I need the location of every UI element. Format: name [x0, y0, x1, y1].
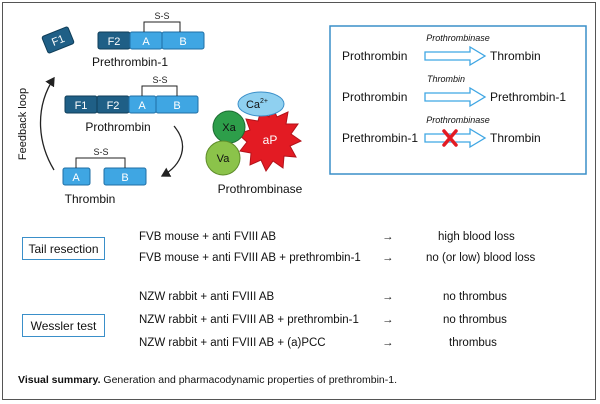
- prethrombin1-molecule: F1 F2 A B S-S Prethrombin-1: [41, 11, 205, 69]
- f2-label: F2: [107, 100, 120, 112]
- caption-bold: Visual summary.: [18, 374, 101, 386]
- tail-row-1-condition: FVB mouse + anti FVIII AB: [139, 231, 277, 243]
- ss-label: S-S: [93, 147, 108, 157]
- disulfide-bridge: [143, 21, 181, 32]
- reaction-product: Thrombin: [490, 49, 541, 63]
- wessler-row-1-arrow: →: [382, 291, 394, 303]
- b-domain: [161, 31, 205, 50]
- reaction-substrate: Prothrombin: [342, 90, 407, 104]
- ca-label: Ca2+: [246, 98, 268, 111]
- feedback-loop-label: Feedback loop: [17, 88, 29, 160]
- tail-resection-label: Tail resection: [28, 241, 99, 256]
- reaction-product: Thrombin: [490, 131, 541, 145]
- reaction-enzyme: Prothrombinase: [426, 33, 490, 43]
- va-circle: [205, 140, 241, 176]
- thrombin-label: Thrombin: [65, 192, 116, 206]
- tail-resection-label-box: Tail resection: [22, 237, 105, 260]
- ca-ellipse: [237, 91, 285, 117]
- wessler-row-2-result: no thrombus: [443, 314, 507, 326]
- ap-label: aP: [263, 133, 278, 147]
- wessler-test-label-box: Wessler test: [22, 314, 105, 337]
- tail-row-2-arrow: →: [382, 252, 394, 264]
- wessler-row-3-arrow: →: [382, 337, 394, 349]
- reaction-substrate: Prothrombin: [342, 49, 407, 63]
- va-label: Va: [217, 153, 231, 165]
- b-label: B: [179, 36, 186, 48]
- cleavage-arrow: [160, 125, 184, 177]
- tail-row-1-result: high blood loss: [438, 231, 515, 243]
- reaction-arrow-icon: [424, 86, 487, 108]
- prothrombin-label: Prothrombin: [85, 120, 150, 134]
- wessler-test-label: Wessler test: [30, 318, 97, 333]
- disulfide-bridge: [141, 85, 178, 96]
- a-label: A: [142, 36, 150, 48]
- prothrombin-molecule: F1 F2 A B S-S Prothrombin: [64, 75, 199, 134]
- reaction-row-2: Prothrombin Thrombin Prethrombin-1: [342, 74, 566, 108]
- wessler-row-2-condition: NZW rabbit + anti FVIII AB + prethrombin…: [139, 314, 359, 326]
- prethrombin1-label: Prethrombin-1: [92, 55, 168, 69]
- reaction-arrow-icon: [424, 45, 487, 67]
- caption-text: Generation and pharmacodynamic propertie…: [100, 374, 397, 386]
- wessler-row-3-result: thrombus: [449, 337, 497, 349]
- thrombin-molecule: A B S-S Thrombin: [62, 147, 147, 206]
- ss-label: S-S: [152, 75, 167, 85]
- a-label: A: [138, 100, 146, 112]
- reaction-row-1: Prothrombin Prothrombinase Thrombin: [342, 33, 541, 67]
- f1-domain-free: [41, 26, 75, 54]
- feedback-arrow: [39, 76, 55, 171]
- xa-label: Xa: [222, 122, 236, 134]
- wessler-row-2-arrow: →: [382, 314, 394, 326]
- tail-row-2-condition: FVB mouse + anti FVIII AB + prethrombin-…: [139, 252, 361, 264]
- ss-label: S-S: [154, 11, 169, 21]
- reaction-enzyme: Prothrombinase: [426, 115, 490, 125]
- reaction-row-3: Prethrombin-1 Prothrombinase Thrombin: [342, 115, 541, 149]
- f1-label: F1: [75, 100, 88, 112]
- reaction-enzyme: Thrombin: [427, 74, 465, 84]
- ap-star-icon: [237, 104, 303, 173]
- prothrombinase-complex: aP Xa Va Ca2+ Prothrombinase: [205, 91, 303, 196]
- b-label: B: [173, 100, 180, 112]
- reaction-product: Prethrombin-1: [490, 90, 566, 104]
- wessler-row-3-condition: NZW rabbit + anti FVIII AB + (a)PCC: [139, 337, 326, 349]
- reaction-arrow-icon: [424, 127, 487, 149]
- reaction-substrate: Prethrombin-1: [342, 131, 418, 145]
- prothrombinase-label: Prothrombinase: [218, 182, 303, 196]
- disulfide-bridge: [75, 157, 126, 168]
- a-label: A: [72, 172, 80, 184]
- tail-row-1-arrow: →: [382, 231, 394, 243]
- b-label: B: [121, 172, 128, 184]
- tail-row-2-result: no (or low) blood loss: [426, 252, 536, 264]
- f2-label: F2: [108, 36, 121, 48]
- caption: Visual summary. Generation and pharmacod…: [18, 374, 397, 386]
- f1-label-free: F1: [50, 33, 66, 49]
- wessler-row-1-condition: NZW rabbit + anti FVIII AB: [139, 291, 275, 303]
- blocked-x-icon: [442, 129, 458, 147]
- wessler-row-1-result: no thrombus: [443, 291, 507, 303]
